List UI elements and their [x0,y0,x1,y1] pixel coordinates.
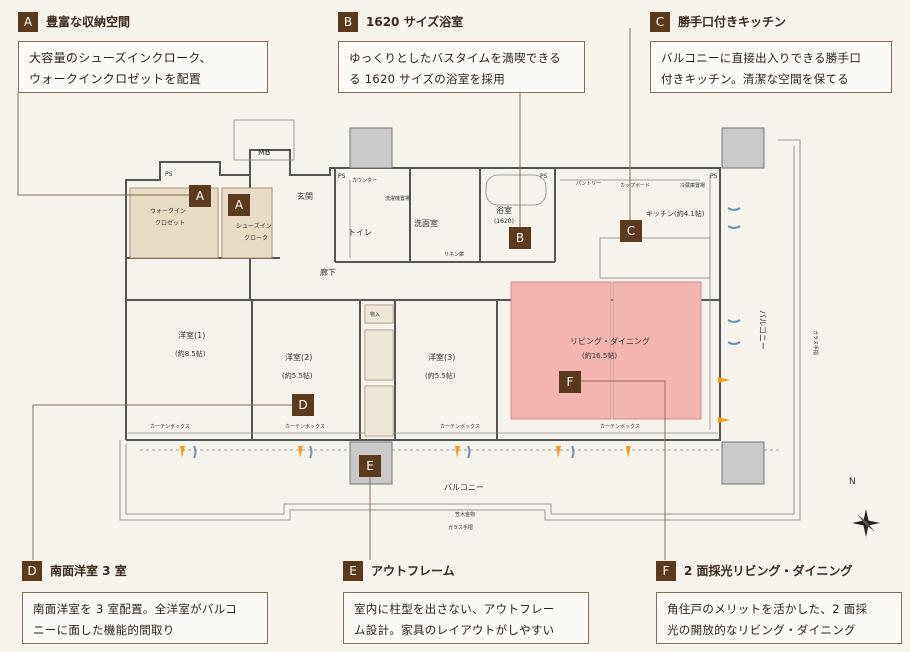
feature-e-title: アウトフレーム [371,564,455,578]
feature-b-title: 1620 サイズ浴室 [366,15,464,29]
feature-c-title: 勝手口付きキッチン [678,15,787,29]
svg-text:PS: PS [165,171,173,178]
marker-a2: A [228,194,250,216]
marker-f: F [559,371,581,393]
svg-text:リビング・ダイニング: リビング・ダイニング [570,336,650,346]
svg-text:廊下: 廊下 [320,267,336,277]
svg-text:バルコニー: バルコニー [758,310,767,350]
feature-f-title: 2 面採光リビング・ダイニング [684,564,853,578]
svg-text:N: N [849,477,856,487]
svg-text:カーテンボックス: カーテンボックス [440,423,480,430]
feature-e-description: 室内に柱型を出さない、アウトフレーム設計。家具のレイアウトがしやすい [343,592,589,644]
svg-text:玄関: 玄関 [297,191,313,201]
svg-text:トイレ: トイレ [348,228,372,237]
svg-text:洋室(2): 洋室(2) [285,352,312,362]
svg-text:洗濯機置場: 洗濯機置場 [385,195,410,202]
svg-text:(約5.5帖): (約5.5帖) [282,371,313,380]
svg-text:MB: MB [258,148,270,157]
feature-c-description: バルコニーに直接出入りできる勝手口付きキッチン。清潔な空間を保てる [650,41,892,93]
svg-text:浴室: 浴室 [496,205,512,215]
svg-text:笠木金物: 笠木金物 [455,511,475,518]
svg-text:PS: PS [710,173,718,180]
svg-text:カーテンボックス: カーテンボックス [150,423,190,430]
feature-a-title: 豊富な収納空間 [46,15,131,29]
svg-text:(約5.5帖): (約5.5帖) [425,371,456,380]
feature-b-tag: B [338,12,358,32]
svg-text:(約8.5帖): (約8.5帖) [175,349,206,358]
feature-d-tag: D [22,561,42,581]
svg-text:PS: PS [540,173,548,180]
svg-text:洋室(1): 洋室(1) [178,330,205,340]
feature-a-tag: A [18,12,38,32]
svg-text:物入: 物入 [370,311,380,318]
feature-d-title: 南面洋室 3 室 [50,564,127,578]
svg-text:シューズイン: シューズイン [236,222,272,230]
svg-text:パントリー: パントリー [576,181,601,187]
compass-icon [852,509,880,537]
marker-e: E [359,455,381,477]
svg-text:カーテンボックス: カーテンボックス [600,423,640,430]
svg-text:ガラス手摺: ガラス手摺 [812,330,819,355]
feature-b-description: ゆっくりとしたバスタイムを満喫できるる 1620 サイズの浴室を採用 [338,41,585,93]
svg-text:PS: PS [338,173,346,180]
feature-f-tag: F [656,561,676,581]
feature-a-description: 大容量のシューズインクローク、ウォークインクロゼットを配置 [18,41,268,93]
svg-text:洋室(3): 洋室(3) [428,352,455,362]
svg-text:バルコニー: バルコニー [444,483,484,492]
svg-text:洗面室: 洗面室 [414,218,438,228]
feature-c-tag: C [650,12,670,32]
svg-text:(1620): (1620) [494,218,514,225]
feature-d-description: 南面洋室を 3 室配置。全洋室がバルコニーに面した機能的間取り [22,592,268,644]
marker-d: D [292,394,314,416]
svg-text:カップボード: カップボード [620,182,650,189]
svg-text:クロゼット: クロゼット [155,219,185,227]
svg-text:リネン庫: リネン庫 [444,251,464,258]
svg-text:カウンター: カウンター [352,177,377,184]
svg-text:ガラス手摺: ガラス手摺 [448,524,473,531]
svg-text:カーテンボックス: カーテンボックス [285,423,325,430]
svg-text:(約16.5帖): (約16.5帖) [582,351,617,360]
marker-b: B [509,227,531,249]
feature-e-tag: E [343,561,363,581]
marker-c: C [620,220,642,242]
svg-text:冷蔵庫置場: 冷蔵庫置場 [680,182,705,189]
svg-text:ウォークイン: ウォークイン [150,207,186,215]
svg-text:キッチン(約4.1帖): キッチン(約4.1帖) [646,209,705,218]
svg-text:クローク: クローク [244,235,268,242]
marker-a1: A [189,185,211,207]
feature-f-description: 角住戸のメリットを活かした、2 面採光の開放的なリビング・ダイニング [656,592,902,644]
